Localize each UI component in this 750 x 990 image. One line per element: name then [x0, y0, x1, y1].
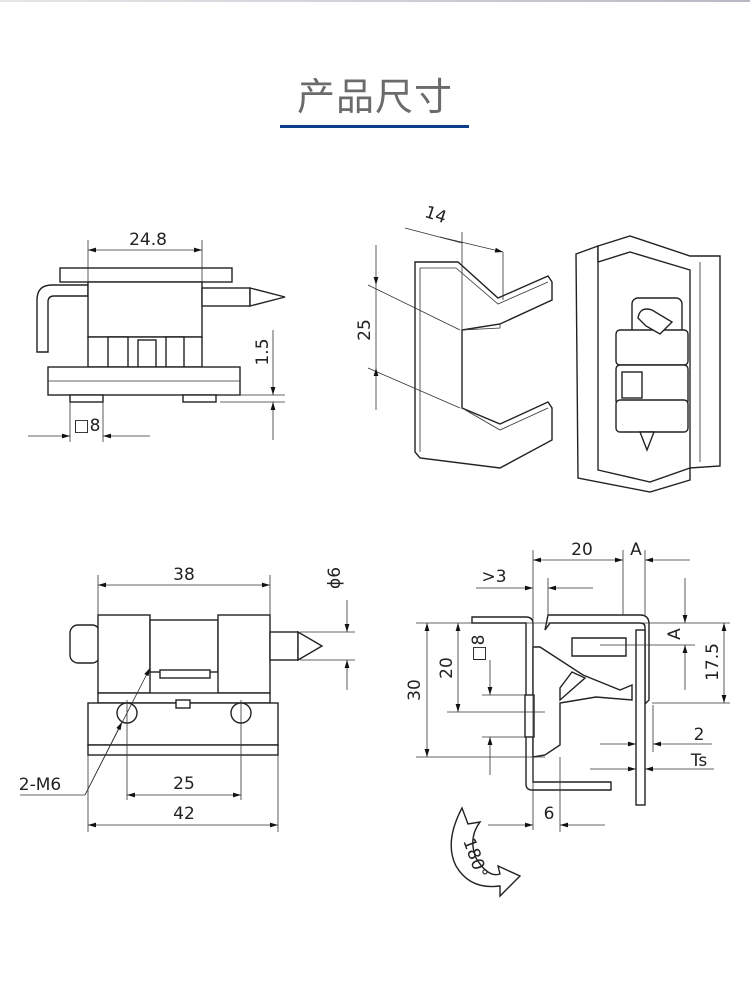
- dim-square-8: □8: [74, 416, 101, 436]
- isometric-view: [575, 235, 721, 493]
- profile-view: 14 25: [355, 202, 553, 469]
- section-view: 20 A >3 30 20 □8 A 17.5: [405, 540, 730, 898]
- label-a-side: A: [665, 628, 685, 640]
- front-view-top: 24.8 1.5 □8: [28, 230, 286, 442]
- dim-6: 6: [544, 804, 555, 824]
- dim-17-5: 17.5: [703, 643, 723, 681]
- dim-square-8-section: □8: [469, 635, 489, 662]
- dim-20-inner: 20: [437, 657, 457, 679]
- dim-2: 2: [694, 725, 705, 745]
- dim-14: 14: [422, 202, 449, 228]
- dim-25-holes: 25: [173, 774, 195, 794]
- dim-38: 38: [173, 565, 195, 585]
- thread-label-2-m6: 2-M6: [19, 775, 61, 795]
- page-title: 产品尺寸: [296, 75, 453, 119]
- title-underline: [280, 125, 469, 128]
- dim-gt-3: >3: [481, 567, 506, 587]
- label-ts: Ts: [690, 751, 708, 771]
- dim-1-5: 1.5: [253, 338, 273, 365]
- dim-30: 30: [405, 679, 425, 701]
- top-border: [0, 0, 750, 2]
- dim-phi-6: ϕ6: [325, 567, 345, 589]
- label-a-top: A: [630, 540, 642, 560]
- dim-25-profile: 25: [355, 319, 375, 341]
- rotation-arrow-icon: 180°: [450, 806, 522, 898]
- front-view-bottom: 38 ϕ6 2-M6 25 42: [19, 565, 355, 832]
- dim-42: 42: [173, 804, 195, 824]
- dim-20-depth: 20: [571, 540, 593, 560]
- dim-24-8: 24.8: [129, 230, 167, 250]
